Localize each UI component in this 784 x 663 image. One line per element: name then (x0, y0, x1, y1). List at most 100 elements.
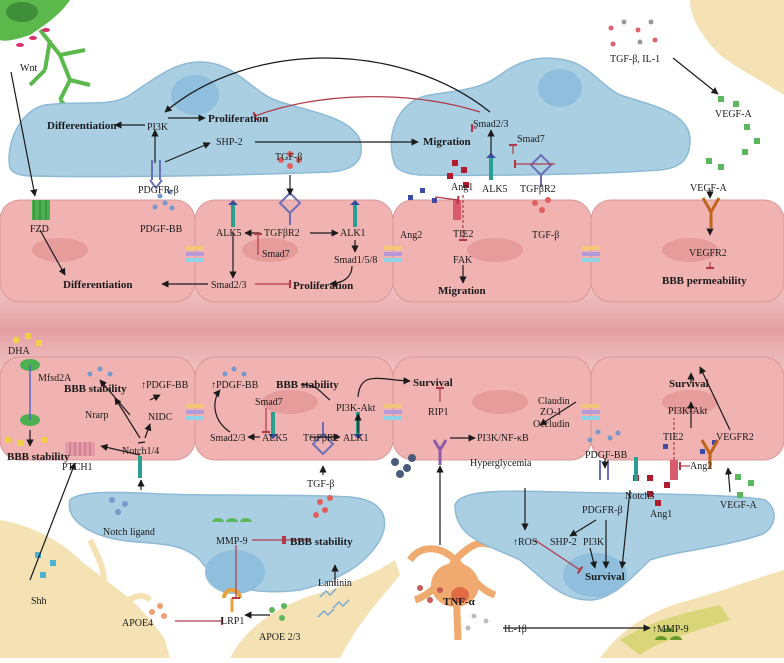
label-alk5-ec: ALK5 (216, 228, 242, 239)
label-smad158: Smad1/5/8 (334, 255, 377, 266)
label-alk5-low: ALK5 (262, 433, 288, 444)
label-differentiation-ec: Differentiation (63, 279, 132, 291)
label-mfsd2a: Mfsd2A (38, 373, 72, 384)
label-ang2-top: Ang2 (400, 230, 422, 241)
label-tie2-top: TIE2 (453, 229, 474, 240)
label-pi3k-akt-right: PI3K-Akt (668, 406, 708, 417)
label-tgfbr2-peri: TGFβR2 (520, 184, 556, 195)
label-vegfr2-low: VEGFR2 (716, 432, 754, 443)
label-vegfr2-top: VEGFR2 (689, 248, 727, 259)
label-ang1-top: Ang1 (451, 182, 473, 193)
label-tgfb-low: TGF-β (307, 479, 334, 490)
label-shh: Shh (31, 596, 47, 607)
label-nidc: NIDC (148, 412, 173, 423)
endothelial-row-bottom (0, 356, 784, 461)
pericyte-top-right (390, 57, 691, 177)
label-ptch1: PTCH1 (62, 462, 93, 473)
laminin-icon (317, 588, 350, 618)
label-survival-mid: Survival (413, 377, 453, 389)
neuron-icon (0, 0, 91, 117)
label-bbb-stab-1: BBB stability (7, 451, 70, 463)
label-tgfbr2-ec: TGFβR2 (264, 228, 300, 239)
label-bbb-perm: BBB permeability (662, 275, 747, 287)
label-notch14: Notch1/4 (122, 446, 159, 457)
label-apoe4: APOE4 (122, 618, 153, 629)
activation-arrows (10, 57, 733, 632)
label-up-pdgfbb-2: ↑PDGF-BB (211, 380, 259, 391)
label-up-mmp9: ↑MMP-9 (652, 624, 689, 635)
label-smad7-peri: Smad7 (517, 134, 545, 145)
label-alk1-low: ALK1 (343, 433, 369, 444)
label-ang1-low: Ang1 (650, 509, 672, 520)
label-ang2-low: Ang2 (690, 461, 712, 472)
label-dha: DHA (8, 346, 30, 357)
label-bbb-stab-ec-left: BBB stability (64, 383, 127, 395)
label-pi3k-low: PI3K (583, 537, 605, 548)
label-apoe23: APOE 2/3 (259, 632, 300, 643)
pericyte-bottom-right (454, 490, 775, 601)
label-smad23-ec: Smad2/3 (211, 280, 247, 291)
label-pi3k-nfkb: PI3K/NF-κB (477, 433, 529, 444)
label-vegfa-mid: VEGF-A (690, 183, 727, 194)
label-survival-right: Survival (669, 378, 709, 390)
label-pi3k-top: PI3K (147, 122, 169, 133)
label-notch-ligand: Notch ligand (103, 527, 155, 538)
label-pdgfbb-top: PDGF-BB (140, 224, 183, 235)
microglia-icon (407, 539, 497, 641)
label-migration-ec: Migration (438, 285, 486, 297)
pericyte-top-left (8, 61, 362, 178)
endothelial-row-top (0, 199, 784, 303)
label-occludin: Occludin (533, 419, 570, 430)
label-fzd: FZD (30, 224, 49, 235)
label-pdgfbb-low: PDGF-BB (585, 450, 628, 461)
label-alk1-ec: ALK1 (340, 228, 366, 239)
labels: Wnt TGF-β, IL-1 VEGF-A Differentiation P… (7, 54, 757, 643)
inhibition-lines (175, 96, 715, 626)
label-up-ros: ↑ROS (513, 537, 537, 548)
label-claudin: Claudin (538, 396, 570, 407)
label-nrarp: Nrarp (85, 410, 108, 421)
label-differentiation-peri: Differentiation (47, 120, 116, 132)
pericyte-bottom-left (68, 491, 386, 594)
label-proliferation-peri: Proliferation (208, 113, 268, 125)
label-il1b: IL-1β (504, 624, 527, 635)
label-lrp1: LRP1 (221, 616, 244, 627)
label-alk5-peri: ALK5 (482, 184, 508, 195)
label-mmp9: MMP-9 (216, 536, 248, 547)
label-tgfb-ec: TGF-β (532, 230, 559, 241)
label-smad7-low: Smad7 (255, 397, 283, 408)
label-shp2-low: SHP-2 (550, 537, 577, 548)
label-hyperglycemia: Hyperglycemia (470, 458, 532, 469)
label-laminin: Laminin (318, 578, 352, 589)
ligand-dot-icon (5, 19, 760, 640)
label-pi3k-akt-mid: PI3K-Akt (336, 403, 376, 414)
tight-junction-icon (186, 246, 600, 420)
label-survival-low: Survival (585, 571, 625, 583)
label-vegfa-low: VEGF-A (720, 500, 757, 511)
label-bbb-stab-ec-mid: BBB stability (276, 379, 339, 391)
label-smad23-low: Smad2/3 (210, 433, 246, 444)
label-smad23-peri: Smad2/3 (473, 119, 509, 130)
label-tnfa: TNF-α (443, 596, 476, 608)
label-bbb-stab-peri: BBB stability (290, 536, 353, 548)
label-tgfbr2-low: TGFβR2 (303, 433, 339, 444)
label-tgfb-top: TGF-β (275, 152, 302, 163)
label-migration-peri: Migration (423, 136, 471, 148)
label-pdgfrb-low: PDGFR-β (582, 505, 623, 516)
label-shp2-top: SHP-2 (216, 137, 243, 148)
label-proliferation-ec: Proliferation (293, 280, 353, 292)
label-vegfa-top: VEGF-A (715, 109, 752, 120)
label-smad7-ec: Smad7 (262, 249, 290, 260)
label-tie2-low: TIE2 (663, 432, 684, 443)
label-fak: FAK (453, 255, 473, 266)
label-wnt: Wnt (20, 63, 37, 74)
label-rip1: RIP1 (428, 407, 449, 418)
label-pdgfrb-top: PDGFR-β (138, 185, 179, 196)
label-notch3: Notch3 (625, 491, 654, 502)
label-up-pdgfbb-1: ↑PDGF-BB (141, 380, 189, 391)
receptor-icon (20, 153, 721, 612)
label-zo1: ZO-1 (540, 407, 562, 418)
